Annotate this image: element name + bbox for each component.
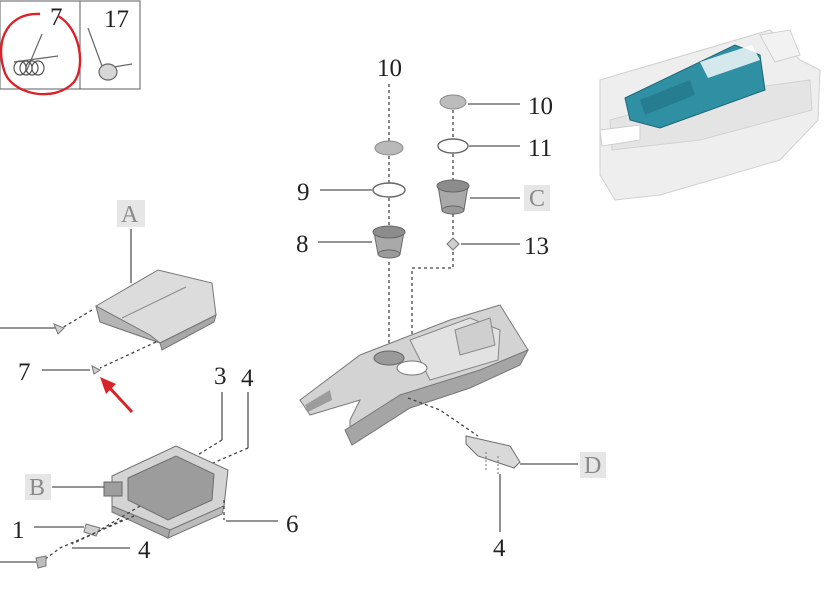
assembly-label-C: C <box>529 186 545 212</box>
spring-part-7 <box>13 33 59 76</box>
clip-part-D <box>465 435 521 474</box>
callout-8: 8 <box>296 231 309 258</box>
callout-10-right: 10 <box>528 93 553 120</box>
clip-bottom-left <box>35 555 47 569</box>
callout-11: 11 <box>528 135 552 162</box>
cap-part-10-left <box>374 140 404 156</box>
ring-part-9 <box>372 182 406 198</box>
callout-4-top: 4 <box>241 365 254 392</box>
callout-1: 1 <box>12 517 25 544</box>
spring-part-17 <box>87 27 133 81</box>
callout-7: 7 <box>18 359 31 386</box>
assembly-label-D: D <box>584 453 601 479</box>
callout-4-bottom: 4 <box>138 537 151 564</box>
assembly-box-B <box>25 474 51 500</box>
storage-tray <box>103 445 229 539</box>
cup-part-8 <box>372 225 406 259</box>
ring-part-11 <box>437 138 469 154</box>
assembly-label-B: B <box>29 475 45 501</box>
callout-13: 13 <box>524 233 549 260</box>
assembly-box-A <box>117 200 145 227</box>
assembly-box-D <box>580 452 606 478</box>
inset-label-17: 17 <box>104 6 129 33</box>
red-arrow <box>100 377 134 414</box>
callout-4-right: 4 <box>493 535 506 562</box>
pin-left <box>53 323 65 335</box>
cap-part-10-right <box>439 94 467 110</box>
console-trim-panel <box>299 304 530 446</box>
clip-part-13 <box>446 237 460 251</box>
highlight-circle <box>0 12 82 96</box>
inset-label-7: 7 <box>50 4 63 31</box>
callout-9: 9 <box>297 179 310 206</box>
assembly-box-C <box>524 185 550 211</box>
console-render <box>599 29 821 201</box>
assembly-label-A: A <box>121 202 139 228</box>
clip-part-1 <box>83 523 101 537</box>
spring-part-7-location <box>91 365 101 375</box>
callout-6: 6 <box>286 511 299 538</box>
armrest-lid <box>95 269 217 351</box>
inset-box: 7 17 <box>0 0 141 96</box>
cup-part-C <box>436 179 470 215</box>
callout-10-left: 10 <box>377 55 402 82</box>
callout-3: 3 <box>214 363 227 390</box>
